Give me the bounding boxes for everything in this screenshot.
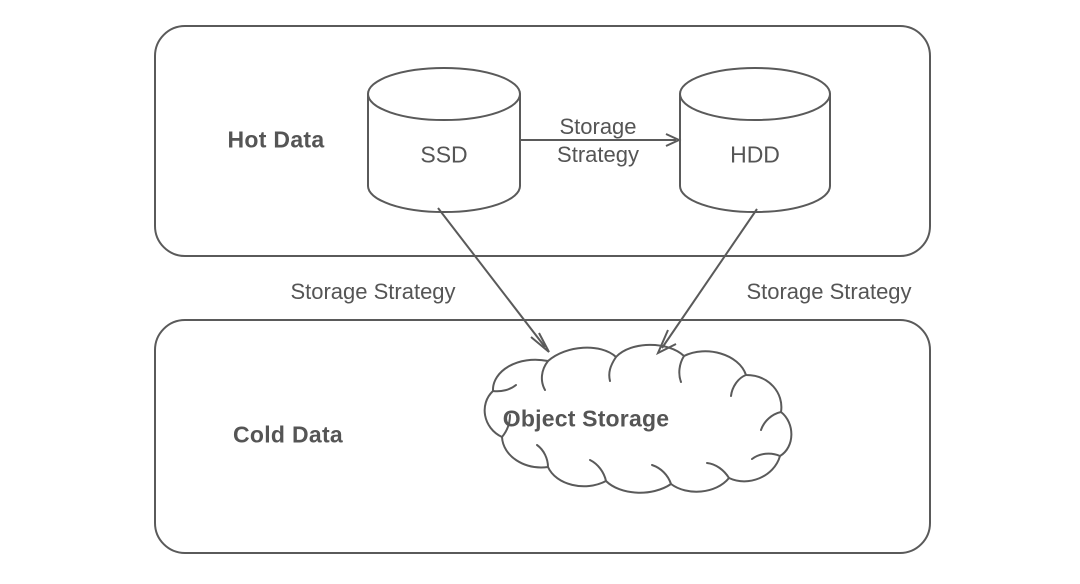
edge-ssd-to-hdd-label-line1: Storage bbox=[559, 114, 637, 139]
edge-ssd-to-object-storage bbox=[437, 207, 550, 353]
zone-cold-data-label: Cold Data bbox=[232, 421, 344, 448]
edge-ssd-to-hdd-label-line2: Strategy bbox=[557, 142, 639, 167]
zone-cold-data-box bbox=[154, 319, 931, 554]
node-object-storage-cloud bbox=[483, 343, 793, 494]
edge-ssd-to-hdd-label: Storage Strategy bbox=[557, 113, 639, 169]
node-ssd-cylinder bbox=[367, 67, 521, 213]
zone-hot-data-label: Hot Data bbox=[227, 126, 325, 153]
node-object-storage-label: Object Storage bbox=[502, 405, 670, 432]
node-ssd-label: SSD bbox=[420, 141, 468, 168]
node-hdd-label: HDD bbox=[730, 141, 780, 168]
edge-hdd-to-object-storage bbox=[655, 208, 758, 356]
zone-hot-data-box bbox=[154, 25, 931, 257]
edge-ssd-to-object-storage-label: Storage Strategy bbox=[290, 279, 456, 304]
edge-hdd-to-object-storage-label: Storage Strategy bbox=[746, 279, 912, 304]
node-hdd-cylinder bbox=[679, 67, 831, 213]
edge-ssd-to-hdd bbox=[521, 133, 682, 147]
